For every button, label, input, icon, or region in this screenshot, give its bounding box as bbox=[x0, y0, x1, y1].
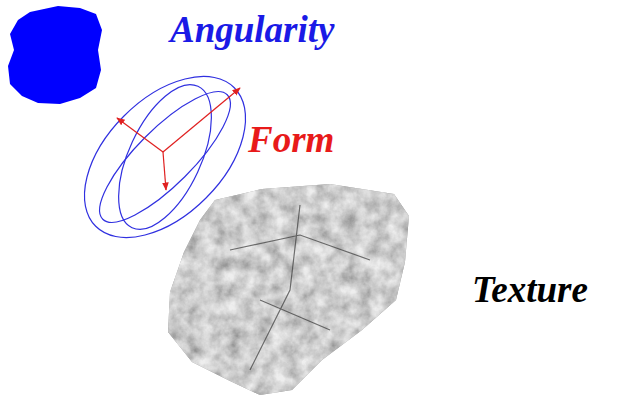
feature-label: Texture bbox=[472, 270, 588, 311]
feature-label: Form bbox=[248, 120, 334, 161]
feature-label: Angularity bbox=[170, 10, 335, 51]
rock-texture bbox=[160, 180, 415, 397]
particle-silhouette bbox=[8, 6, 102, 104]
axis-arrows bbox=[117, 88, 240, 190]
